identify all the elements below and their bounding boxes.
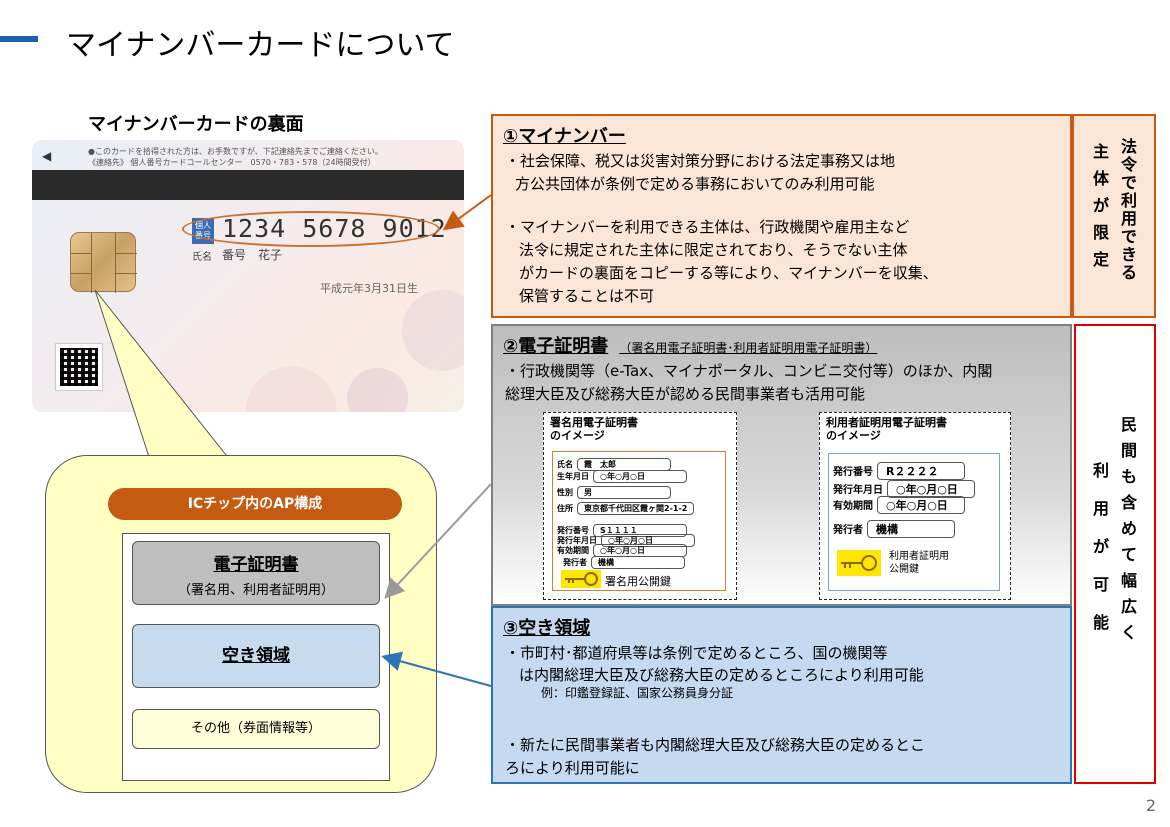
- sign-cert-document: 氏名霞 太郎 生年月日○年○月○日 性別男 住所東京都千代田区霞ヶ関2-1-2 …: [552, 451, 726, 591]
- card-birthdate: 平成元年3月31日生: [320, 280, 418, 296]
- section2-heading: ②電子証明書: [503, 336, 608, 357]
- note-restricted-entity: 法令で利用できる 主体が限定: [1072, 114, 1156, 318]
- section2-body: ・行政機関等（e-Tax、マイナポータル、コンビニ交付等）のほか、内閣 総理大臣…: [505, 360, 992, 406]
- card-arrow-icon: ◀: [42, 149, 51, 163]
- sign-cert-image: 署名用電子証明書 のイメージ 氏名霞 太郎 生年月日○年○月○日 性別男 住所東…: [543, 412, 737, 600]
- magnetic-stripe: [32, 170, 464, 200]
- note1-right-col: 法令で利用できる: [1120, 138, 1138, 282]
- ap-cert-sub: （署名用、利用者証明用）: [133, 579, 379, 598]
- section2-heading-sub: （署名用電子証明書･利用者証明用電子証明書）: [619, 341, 877, 355]
- ap-free-space: 空き領域: [132, 624, 380, 688]
- note2-right-col: 民間も含めて幅広く: [1120, 412, 1138, 646]
- page-title: マイナンバーカードについて: [66, 20, 455, 64]
- qr-code-icon: [56, 344, 102, 390]
- ap-other: その他（券面情報等）: [132, 709, 380, 749]
- note2-left-col: 利用が可能: [1092, 452, 1110, 642]
- card-heading: マイナンバーカードの裏面: [88, 110, 304, 136]
- section3-body-2: ・新たに民間事業者も内閣総理大臣及び総務大臣の定めるとこ ろにより利用可能に: [505, 734, 925, 780]
- card-name-label: 氏名: [192, 248, 212, 263]
- ic-chip-icon: [70, 232, 136, 292]
- card-name-value: 番号 花子: [222, 246, 282, 263]
- note1-left-col: 主体が限定: [1092, 138, 1110, 273]
- number-highlight-oval: [182, 211, 440, 247]
- page-number: 2: [1146, 796, 1156, 815]
- ap-cert-block: 電子証明書 （署名用、利用者証明用）: [132, 541, 380, 605]
- section-free-space: ③空き領域 ・市町村･都道府県等は条例で定めるところ、国の機関等 は内閣総理大臣…: [491, 606, 1072, 784]
- card-notice: ●このカードを拾得された方は、お手数ですが、下記連絡先までご連絡ください。 《連…: [88, 146, 383, 168]
- key-icon: [837, 550, 881, 576]
- section-certificate: ②電子証明書 （署名用電子証明書･利用者証明用電子証明書） ・行政機関等（e-T…: [491, 324, 1072, 606]
- ap-cert-title: 電子証明書: [133, 550, 379, 575]
- user-key-label: 利用者証明用 公開鍵: [889, 550, 949, 576]
- section1-heading: ①マイナンバー: [503, 122, 626, 148]
- note-wide-use: 民間も含めて幅広く 利用が可能: [1074, 324, 1156, 784]
- section2-heading-row: ②電子証明書 （署名用電子証明書･利用者証明用電子証明書）: [503, 332, 877, 358]
- section1-p2: ・マイナンバーを利用できる主体は、行政機関や雇用主など 法令に規定された主体に限…: [505, 216, 938, 308]
- title-accent-bar: [0, 36, 38, 42]
- section3-heading: ③空き領域: [503, 614, 590, 640]
- section3-body: ・市町村･都道府県等は条例で定めるところ、国の機関等 は内閣総理大臣及び総務大臣…: [505, 642, 924, 701]
- ap-title: ICチップ内のAP構成: [108, 488, 402, 520]
- section-mynumber: ①マイナンバー ・社会保障、税又は災害対策分野における法定事務又は地 方公共団体…: [491, 114, 1072, 318]
- key-icon: [561, 570, 601, 588]
- section1-p1: ・社会保障、税又は災害対策分野における法定事務又は地 方公共団体が条例で定める事…: [505, 150, 895, 196]
- mynumber-card-back-image: ◀ ●このカードを拾得された方は、お手数ですが、下記連絡先までご連絡ください。 …: [32, 140, 464, 412]
- sign-key-label: 署名用公開鍵: [605, 573, 671, 589]
